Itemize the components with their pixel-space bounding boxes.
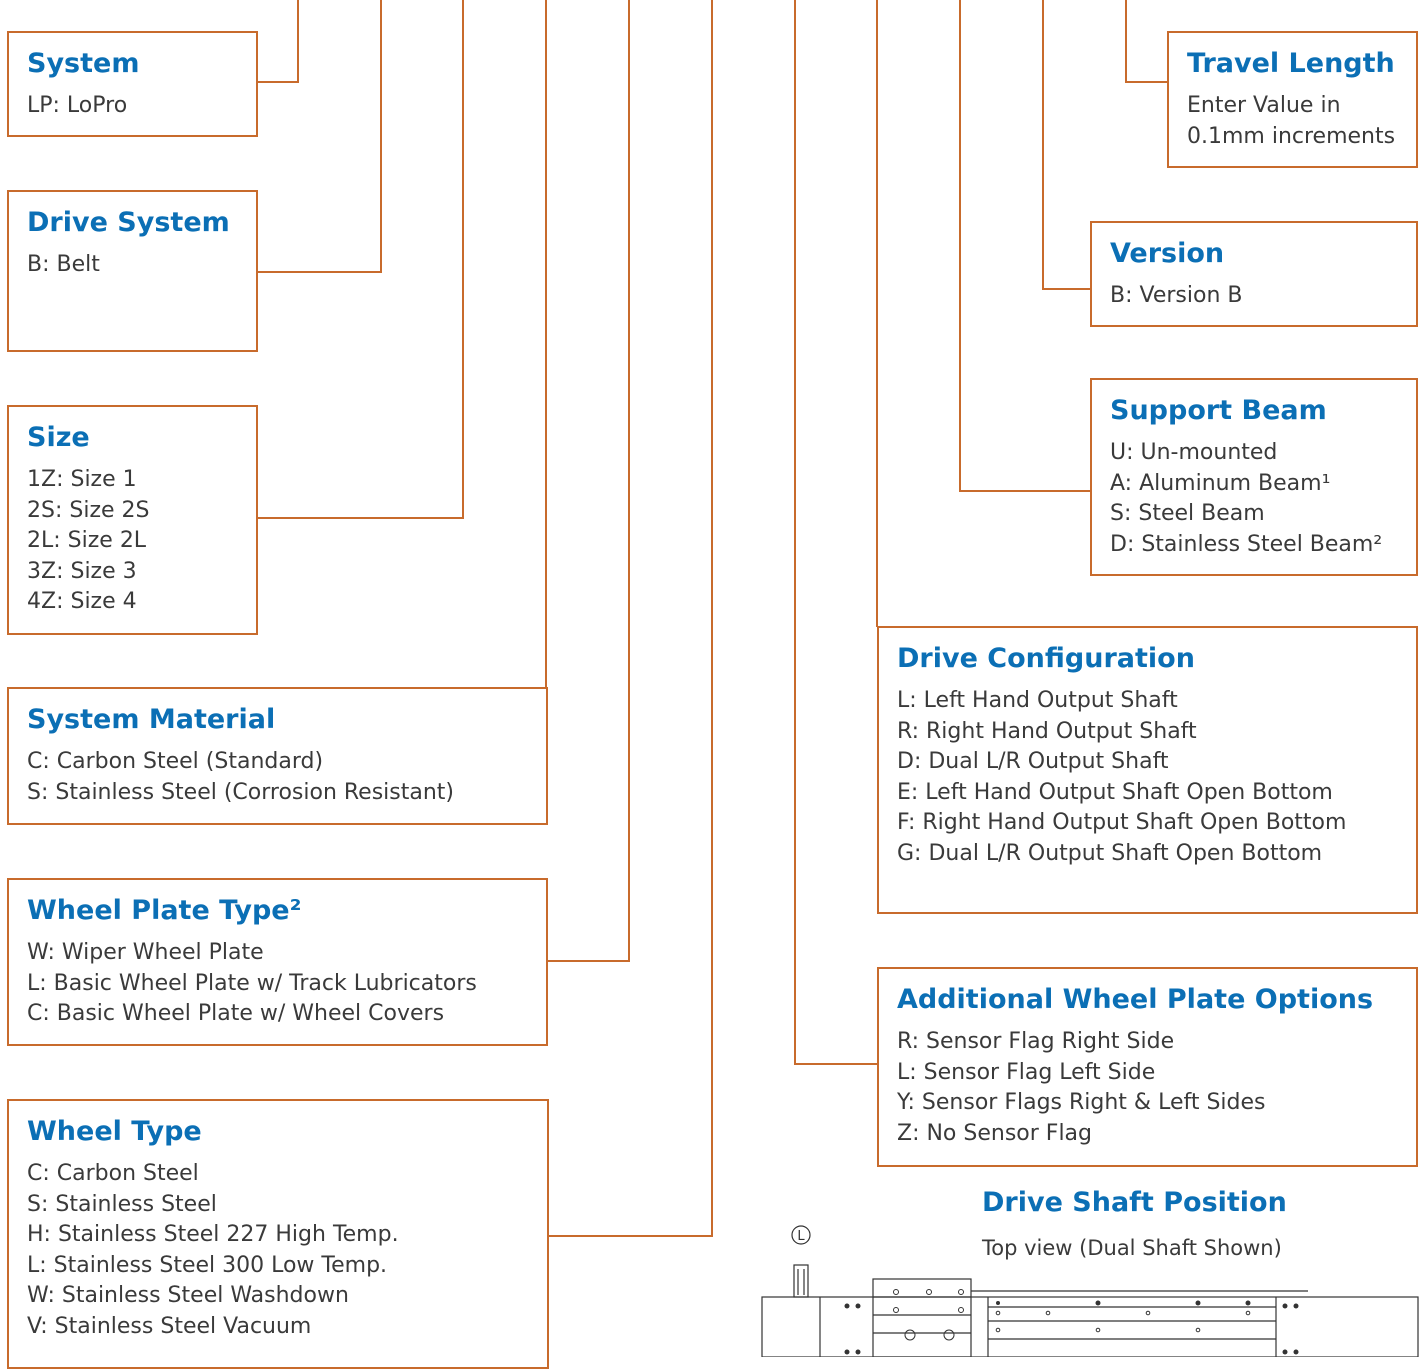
system-material-title: System Material (27, 704, 276, 735)
wheel-type-option: S: Stainless Steel (27, 1191, 217, 1217)
drive-configuration-option: G: Dual L/R Output Shaft Open Bottom (897, 840, 1323, 866)
system-option: LP: LoPro (27, 93, 128, 118)
size-option: 2L: Size 2L (27, 528, 147, 553)
version-option: B: Version B (1110, 283, 1243, 308)
drive-configuration-box: Drive Configuration L: Left Hand Output … (877, 626, 1418, 914)
support-beam-option: D: Stainless Steel Beam² (1110, 531, 1383, 557)
connector-wheel-type (549, 0, 713, 1237)
travel-length-option: Enter Value in (1187, 93, 1341, 118)
version-title: Version (1110, 238, 1225, 269)
wheel-plate-type-option: W: Wiper Wheel Plate (27, 940, 264, 965)
size-option: 4Z: Size 4 (27, 589, 137, 614)
travel-length-box: Travel Length Enter Value in 0.1mm incre… (1167, 31, 1418, 168)
support-beam-box: Support Beam U: Un-mounted A: Aluminum B… (1090, 378, 1418, 576)
size-title: Size (27, 422, 90, 453)
travel-length-option: 0.1mm increments (1187, 123, 1396, 149)
connector-drive-system (258, 0, 382, 273)
drive-configuration-option: L: Left Hand Output Shaft (897, 688, 1178, 713)
support-beam-option: S: Steel Beam (1110, 501, 1265, 526)
connector-additional-options (794, 0, 877, 1065)
additional-wheel-plate-option: Z: No Sensor Flag (897, 1120, 1093, 1146)
drive-system-option: B: Belt (27, 252, 100, 277)
drive-configuration-option: F: Right Hand Output Shaft Open Bottom (897, 810, 1347, 835)
connector-version (1042, 0, 1090, 290)
wheel-plate-type-option: L: Basic Wheel Plate w/ Track Lubricator… (27, 970, 477, 996)
travel-length-title: Travel Length (1187, 48, 1395, 79)
connector-travel-length (1125, 0, 1167, 83)
wheel-type-option: H: Stainless Steel 227 High Temp. (27, 1222, 399, 1247)
system-box: System LP: LoPro (7, 31, 258, 137)
drive-configuration-option: D: Dual L/R Output Shaft (897, 749, 1169, 774)
drive-configuration-option: R: Right Hand Output Shaft (897, 718, 1197, 744)
wheel-plate-type-box: Wheel Plate Type² W: Wiper Wheel Plate L… (7, 878, 548, 1046)
drive-shaft-position-title: Drive Shaft Position (982, 1187, 1287, 1218)
wheel-plate-type-title: Wheel Plate Type² (27, 895, 302, 926)
carriage-plate (872, 1278, 972, 1357)
left-marker-label: L (797, 1229, 805, 1244)
wheel-type-title: Wheel Type (27, 1116, 202, 1147)
size-option: 1Z: Size 1 (27, 467, 137, 492)
support-beam-option: U: Un-mounted (1110, 440, 1278, 465)
connector-size (258, 0, 464, 519)
size-box: Size 1Z: Size 1 2S: Size 2S 2L: Size 2L … (7, 405, 258, 635)
size-option: 3Z: Size 3 (27, 558, 137, 584)
support-beam-option: A: Aluminum Beam¹ (1110, 470, 1331, 496)
additional-wheel-plate-options-box: Additional Wheel Plate Options R: Sensor… (877, 967, 1418, 1167)
system-material-option: C: Carbon Steel (Standard) (27, 749, 324, 774)
connector-support-beam (959, 0, 1090, 492)
connector-system (258, 0, 299, 83)
wheel-type-box: Wheel Type C: Carbon Steel S: Stainless … (7, 1099, 549, 1369)
drive-shaft-top-view-drawing: L (761, 1225, 1419, 1357)
additional-wheel-plate-options-title: Additional Wheel Plate Options (897, 984, 1374, 1015)
left-marker-circle (791, 1225, 811, 1245)
drive-shaft-position-subtitle: Top view (Dual Shaft Shown) (982, 1236, 1282, 1260)
support-beam-title: Support Beam (1110, 395, 1327, 426)
system-material-option: S: Stainless Steel (Corrosion Resistant) (27, 779, 455, 805)
system-title: System (27, 48, 140, 79)
drive-configuration-title: Drive Configuration (897, 643, 1195, 674)
wheel-type-option: V: Stainless Steel Vacuum (27, 1313, 312, 1339)
output-shaft (793, 1264, 809, 1298)
system-material-box: System Material C: Carbon Steel (Standar… (7, 687, 548, 825)
size-option: 2S: Size 2S (27, 497, 150, 523)
drive-system-title: Drive System (27, 207, 230, 238)
version-box: Version B: Version B (1090, 221, 1418, 327)
additional-wheel-plate-option: Y: Sensor Flags Right & Left Sides (897, 1090, 1266, 1115)
wheel-type-option: L: Stainless Steel 300 Low Temp. (27, 1252, 388, 1278)
wheel-type-option: C: Carbon Steel (27, 1161, 199, 1186)
drive-configuration-option: E: Left Hand Output Shaft Open Bottom (897, 779, 1333, 805)
drive-system-box: Drive System B: Belt (7, 190, 258, 352)
wheel-type-option: W: Stainless Steel Washdown (27, 1283, 349, 1308)
additional-wheel-plate-option: L: Sensor Flag Left Side (897, 1059, 1156, 1085)
housing-outline (761, 1296, 1419, 1357)
wheel-plate-type-option: C: Basic Wheel Plate w/ Wheel Covers (27, 1001, 445, 1026)
connector-wheel-plate-type (548, 0, 630, 962)
additional-wheel-plate-option: R: Sensor Flag Right Side (897, 1029, 1175, 1054)
